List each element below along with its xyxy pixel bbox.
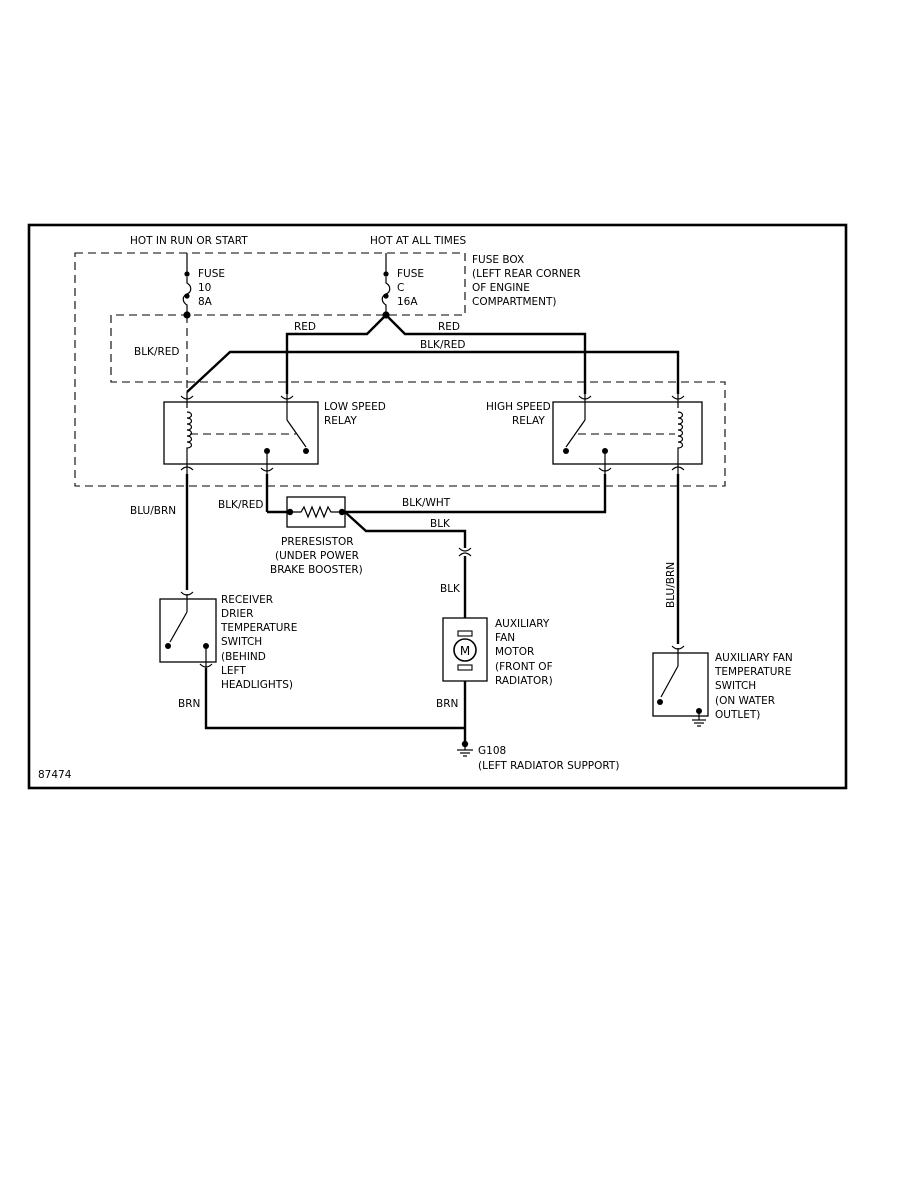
low-relay-connectors [180,392,294,474]
high-relay-contact [563,408,608,454]
high-relay-connectors [578,394,685,474]
blk-red-top-label: BLK/RED [420,339,466,351]
fuse-box-label-3: OF ENGINE [472,282,530,294]
blk-diag-label: BLK [430,518,451,530]
preresistor-label-3: BRAKE BOOSTER) [270,564,363,576]
high-speed-relay [552,401,703,465]
ground-location-label: (LEFT RADIATOR SUPPORT) [478,760,619,772]
ground-id-label: G108 [478,745,506,757]
blk-red-left-label: BLK/RED [134,346,180,358]
brn-left-label: BRN [178,698,200,710]
fuse-c-number: C [397,282,404,294]
blk-red-pre-label: BLK/RED [218,499,264,511]
high-speed-relay-label-1: HIGH SPEED [486,401,551,413]
ground-symbol [457,740,473,757]
auxiliary-fan-temperature-switch [652,652,709,717]
low-speed-relay-label-2: RELAY [324,415,357,427]
preresistor-label-2: (UNDER POWER [275,550,359,562]
motor-symbol: M [460,644,470,658]
receiver-switch-label-4: SWITCH [221,636,262,648]
fuse-10-rating: 8A [198,296,213,308]
high-relay-coil [677,411,684,458]
hot-at-all-times-label: HOT AT ALL TIMES [370,235,466,247]
diagram-id-label: 87474 [38,769,72,781]
blk-red-top-wire [186,350,680,394]
fuse-c [381,253,391,314]
receiver-switch-contact [165,594,213,668]
fan-motor-label-4: (FRONT OF [495,661,553,673]
receiver-switch-label-5: (BEHIND [221,651,266,663]
aux-switch-label-5: OUTLET) [715,709,760,721]
diagram-frame [27,223,848,790]
fuse-10-label: FUSE [198,268,225,280]
red-right-wire [385,314,587,394]
preresistor-label-1: PRERESISTOR [281,536,354,548]
preresistor-right-terminal [338,508,346,516]
fuse-box-label-4: COMPARTMENT) [472,296,557,308]
blk-wht-label: BLK/WHT [402,497,451,509]
motor-brush-top [457,630,473,637]
red-left-label: RED [294,321,316,333]
aux-switch-contact [657,648,706,727]
aux-switch-label-1: AUXILIARY FAN [715,652,793,664]
red-left-wire [285,314,387,394]
fuse-box-label-2: (LEFT REAR CORNER [472,268,581,280]
fuse-c-rating: 16A [397,296,418,308]
brn-left-wire [204,668,465,730]
receiver-switch-label-2: DRIER [221,608,253,620]
aux-switch-label-3: SWITCH [715,680,756,692]
preresistor-zigzag [290,505,342,519]
blu-brn-right-label: BLU/BRN [665,562,677,608]
fuse-10 [182,253,192,314]
fan-motor-label-1: AUXILIARY [495,618,550,630]
motor-brush-bottom [457,664,473,671]
fan-motor-label-5: RADIATOR) [495,675,553,687]
receiver-drier-temperature-switch [159,598,217,663]
fan-motor-label-3: MOTOR [495,646,534,658]
red-right-label: RED [438,321,460,333]
receiver-switch-label-1: RECEIVER [221,594,273,606]
low-relay-contact [264,408,309,454]
blk-diag-wire [344,511,467,548]
fuse-box-label-1: FUSE BOX [472,254,524,266]
hot-in-run-or-start-label: HOT IN RUN OR START [130,235,248,247]
aux-switch-label-4: (ON WATER [715,695,775,707]
blk-wht-wire [345,474,607,514]
motor-connector [458,547,472,557]
fan-motor-label-2: FAN [495,632,515,644]
aux-switch-label-2: TEMPERATURE [714,666,791,678]
low-speed-relay-label-1: LOW SPEED [324,401,386,413]
receiver-switch-label-3: TEMPERATURE [220,622,297,634]
motor-symbol-circle [453,638,477,662]
preresistor-left-terminal [286,508,294,516]
high-speed-relay-label-2: RELAY [512,415,545,427]
fuse-10-number: 10 [198,282,211,294]
brn-motor-label: BRN [436,698,458,710]
fuse-c-label: FUSE [397,268,424,280]
receiver-switch-label-6: LEFT [221,665,246,677]
low-relay-coil [186,411,193,458]
receiver-switch-label-7: HEADLIGHTS) [221,679,293,691]
low-speed-relay [163,401,319,465]
blu-brn-left-label: BLU/BRN [130,505,176,517]
fuse-box-boundary [74,252,726,487]
blk-motor-label: BLK [440,583,461,595]
